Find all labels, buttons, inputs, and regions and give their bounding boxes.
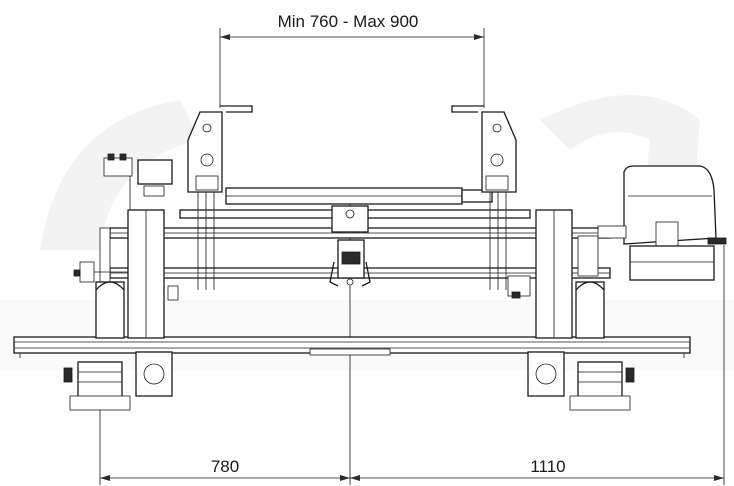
telescopic-tube bbox=[225, 187, 493, 205]
dimension-top: Min 760 - Max 900 bbox=[219, 12, 485, 108]
left-wheel-leg bbox=[63, 281, 173, 411]
left-valve-block bbox=[103, 153, 173, 268]
right-vertical-post bbox=[507, 209, 599, 339]
motor-housing bbox=[597, 165, 727, 281]
right-gripper-bracket bbox=[451, 105, 517, 290]
left-vertical-post bbox=[99, 209, 179, 339]
dimension-bottom-left-label: 780 bbox=[211, 457, 239, 476]
left-gripper-bracket bbox=[187, 105, 253, 290]
centre-clamp bbox=[329, 205, 371, 287]
dimension-top-label: Min 760 - Max 900 bbox=[278, 12, 419, 31]
right-wheel-leg bbox=[527, 281, 635, 411]
left-fittings bbox=[73, 261, 128, 283]
main-frame-beam bbox=[13, 336, 691, 358]
dimension-bottom: 780 1110 bbox=[99, 200, 725, 485]
dimension-bottom-right-label: 1110 bbox=[530, 457, 565, 476]
